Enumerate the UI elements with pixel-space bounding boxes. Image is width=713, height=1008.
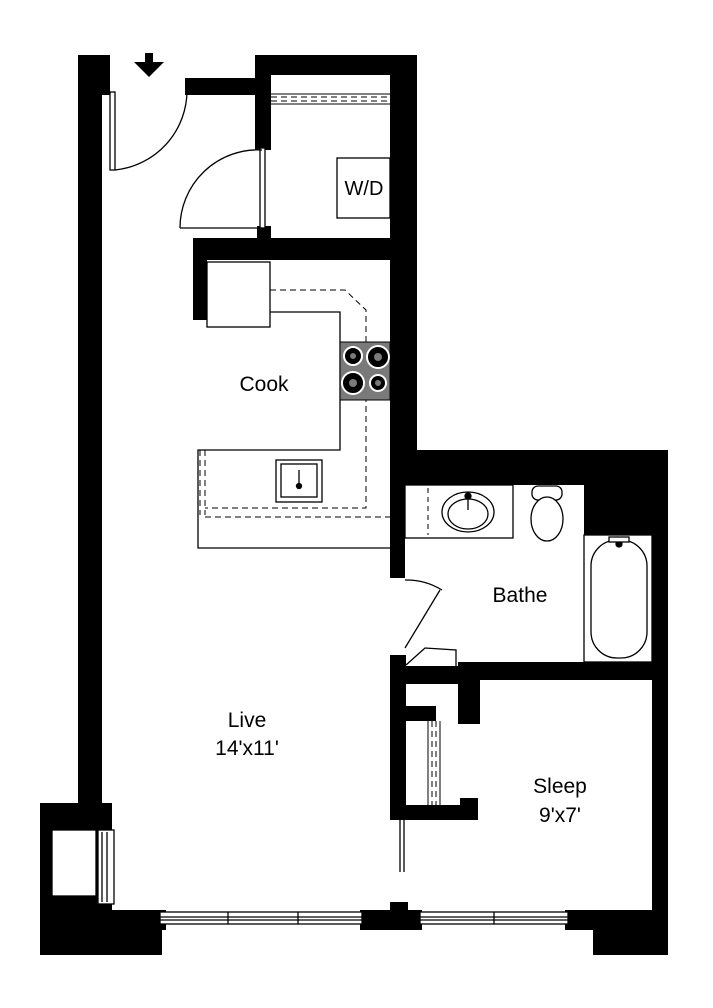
- kitchen-counter-dashed: [199, 289, 390, 518]
- entry-door: [109, 91, 116, 171]
- washer-dryer: [336, 157, 391, 219]
- kitchen-counter: [197, 261, 390, 549]
- closet-bifold-door: [405, 647, 457, 666]
- room-label-bathe: Bathe: [493, 584, 548, 607]
- bath-door-swing: [404, 579, 443, 591]
- laundry-shelf: [271, 93, 390, 105]
- closet-door: [259, 147, 266, 229]
- closet-door-swing: [179, 149, 263, 229]
- walls: [40, 55, 668, 955]
- kitchen-sink-icon: [275, 459, 323, 503]
- windows: [51, 829, 569, 925]
- bathroom-sink-icon: [441, 491, 495, 533]
- cooktop-icon: [339, 341, 391, 401]
- room-dimensions-live: 14'x11': [215, 737, 279, 760]
- bathtub-icon: [583, 534, 653, 663]
- corner-window: [51, 829, 97, 897]
- room-dimensions-sleep: 9'x7': [539, 804, 581, 827]
- entry-arrow-icon: [134, 53, 164, 77]
- washer-dryer-label: W/D: [345, 178, 384, 200]
- room-label-sleep: Sleep: [533, 775, 587, 798]
- entry-door-swing: [114, 89, 188, 171]
- bath-door: [404, 589, 441, 649]
- closet-shelf: [427, 721, 441, 805]
- south-window-live: [159, 911, 363, 925]
- room-label-live: Live: [228, 709, 267, 732]
- room-label-cook: Cook: [239, 373, 289, 396]
- doors: [109, 89, 457, 872]
- toilet-icon: [530, 485, 564, 542]
